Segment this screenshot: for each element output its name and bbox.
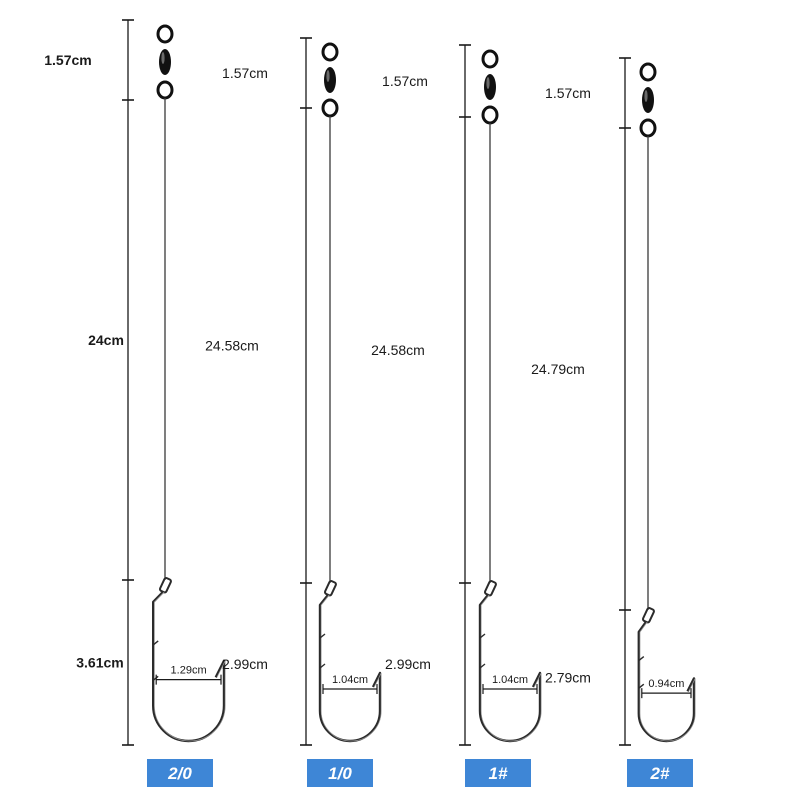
swivel-length-label: 1.57cm <box>222 65 268 81</box>
swivel-icon <box>639 62 657 138</box>
leader-length-label: 24.58cm <box>371 342 425 358</box>
hook-length-label: 2.99cm <box>222 656 268 672</box>
hook-length-label: 3.61cm <box>76 655 123 671</box>
leader-length-label: 24.79cm <box>531 361 585 377</box>
hook-length-label: 2.99cm <box>385 656 431 672</box>
rig-3: 1.04cm 1.57cm 24.58cm 2.99cm 1# <box>371 44 542 787</box>
swivel-length-label: 1.57cm <box>545 85 591 101</box>
hook-icon <box>637 607 696 743</box>
size-badge <box>465 759 531 787</box>
size-badge <box>147 759 213 787</box>
hook-icon <box>152 577 226 743</box>
size-badge-label: 2/0 <box>167 764 192 783</box>
rig-4: 0.94cm 1.57cm 24.79cm 2.79cm 2# <box>531 57 696 787</box>
rig-2: 1.04cm 1.57cm 24.58cm 2.99cm 1/0 <box>205 37 382 787</box>
gap-width-label: 1.04cm <box>332 674 368 686</box>
leader-length-label: 24cm <box>88 332 124 348</box>
hook-icon <box>478 580 542 743</box>
swivel-icon <box>156 24 174 100</box>
hook-length-label: 2.79cm <box>545 670 591 686</box>
size-badge-label: 2# <box>650 764 670 783</box>
swivel-icon <box>481 49 499 125</box>
size-badge <box>307 759 373 787</box>
gap-width-label: 1.04cm <box>492 674 528 686</box>
hook-icon <box>318 580 382 743</box>
gap-width-label: 0.94cm <box>648 678 684 690</box>
size-badge-label: 1# <box>489 764 508 783</box>
gap-width-label: 1.29cm <box>171 665 207 677</box>
size-badge-label: 1/0 <box>328 764 352 783</box>
rig-1: 1.29cm 1.57cm 24cm 3.61cm 2/0 <box>44 19 226 787</box>
size-badge <box>627 759 693 787</box>
swivel-length-label: 1.57cm <box>382 73 428 89</box>
leader-length-label: 24.58cm <box>205 338 259 354</box>
swivel-icon <box>321 42 339 118</box>
swivel-length-label: 1.57cm <box>44 52 91 68</box>
